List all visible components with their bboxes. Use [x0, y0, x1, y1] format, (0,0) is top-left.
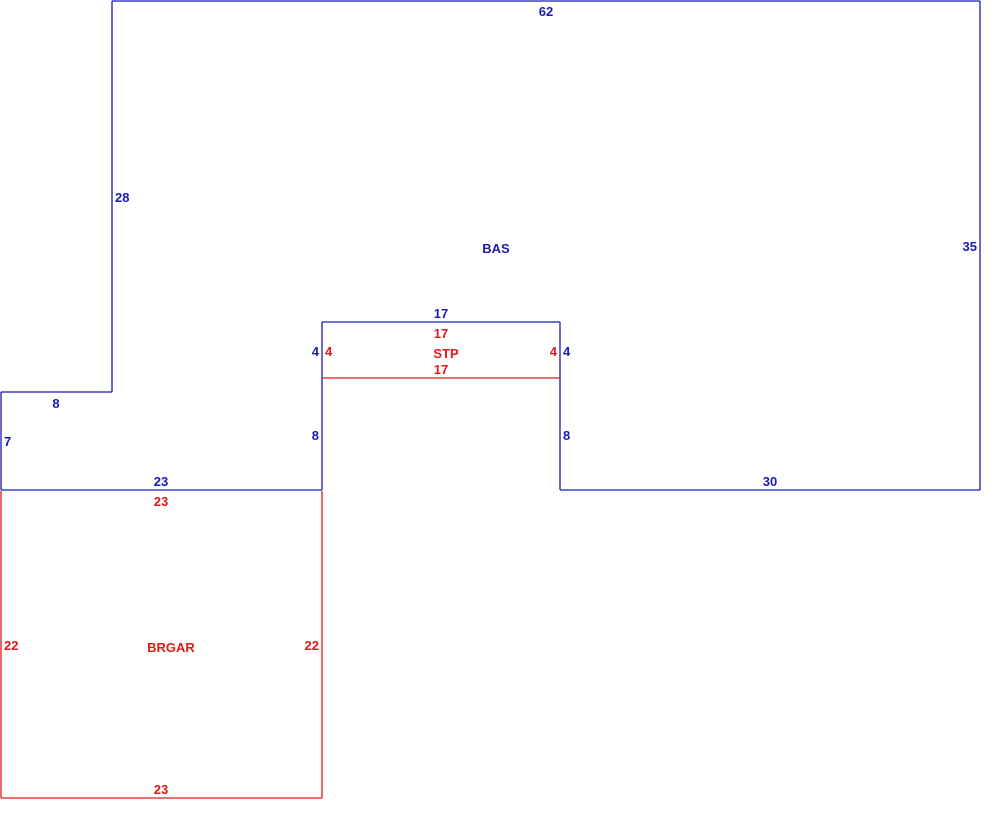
stp-bottom-dimension: 17 [434, 362, 448, 377]
stp-left-dimension: 4 [325, 344, 333, 359]
bas-left-upper-dimension: 28 [115, 190, 129, 205]
brgar-left-dimension: 22 [4, 638, 18, 653]
brgar-bottom-dimension: 23 [154, 782, 168, 797]
bas-bottom-left-dimension: 23 [154, 474, 168, 489]
bas-stp-left-dimension: 4 [312, 344, 320, 359]
brgar-area-label: BRGAR [147, 640, 195, 655]
bas-notch-top-dimension: 17 [434, 306, 448, 321]
bas-notch-left-dimension: 8 [312, 428, 319, 443]
bas-bottom-right-dimension: 30 [763, 474, 777, 489]
stp-top-dimension: 17 [434, 326, 448, 341]
stp-area-label: STP [433, 346, 459, 361]
bas-step-dimension: 8 [52, 396, 59, 411]
brgar-outline [0, 491, 323, 799]
brgar-right-dimension: 22 [305, 638, 319, 653]
bas-right-dimension: 35 [963, 239, 977, 254]
bas-left-lower-dimension: 7 [4, 434, 11, 449]
bas-area-label: BAS [482, 241, 510, 256]
bas-outline [0, 0, 981, 491]
brgar-top-dimension: 23 [154, 494, 168, 509]
bas-top-dimension: 62 [539, 4, 553, 19]
stp-right-dimension: 4 [550, 344, 558, 359]
bas-stp-right-dimension: 4 [563, 344, 571, 359]
bas-notch-right-dimension: 8 [563, 428, 570, 443]
